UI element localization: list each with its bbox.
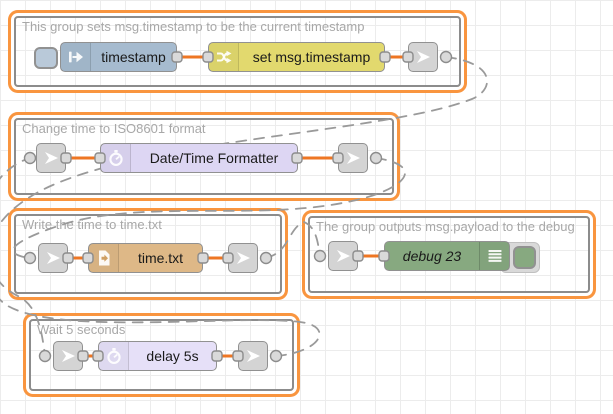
debug-list-icon <box>479 242 509 270</box>
group-set-timestamp[interactable]: This group sets msg.timestamp to be the … <box>14 16 461 87</box>
node-link-out[interactable] <box>228 243 258 273</box>
port-output[interactable] <box>197 252 209 264</box>
link-wire[interactable] <box>12 157 406 259</box>
link-out-icon <box>343 148 363 168</box>
shuffle-icon <box>209 43 239 71</box>
group-title: Wait 5 seconds <box>37 322 126 337</box>
link-out-icon <box>413 47 433 67</box>
link-port[interactable] <box>269 349 283 363</box>
inject-button[interactable] <box>34 47 58 69</box>
port-output[interactable] <box>60 152 72 164</box>
group-debug-output[interactable]: The group outputs msg.payload to the deb… <box>308 216 590 293</box>
node-debug-23[interactable]: debug 23 <box>384 241 510 271</box>
port-input[interactable] <box>202 51 214 63</box>
port-output[interactable] <box>379 51 391 63</box>
group-title: This group sets msg.timestamp to be the … <box>22 19 365 34</box>
link-port[interactable] <box>23 151 37 165</box>
link-in-icon <box>43 248 63 268</box>
group-iso8601[interactable]: Change time to ISO8601 format <box>14 118 394 195</box>
link-wire[interactable] <box>0 157 321 357</box>
port-output[interactable] <box>171 51 183 63</box>
link-in-icon <box>41 148 61 168</box>
node-delay-5s[interactable]: delay 5s <box>98 341 217 371</box>
port-input[interactable] <box>92 350 104 362</box>
port-input[interactable] <box>232 350 244 362</box>
group-title: Change time to ISO8601 format <box>22 121 206 136</box>
link-out-icon <box>233 248 253 268</box>
node-label: set msg.timestamp <box>252 49 371 65</box>
inject-icon <box>61 43 91 71</box>
port-input[interactable] <box>82 252 94 264</box>
link-port[interactable] <box>313 249 327 263</box>
link-port[interactable] <box>23 251 37 265</box>
node-label: timestamp <box>101 49 166 65</box>
port-input[interactable] <box>332 152 344 164</box>
port-input[interactable] <box>378 250 390 262</box>
node-inject-timestamp[interactable]: timestamp <box>60 42 177 72</box>
node-label: delay 5s <box>146 348 199 364</box>
port-input[interactable] <box>402 51 414 63</box>
group-title: The group outputs msg.payload to the deb… <box>316 219 575 234</box>
port-output[interactable] <box>77 350 89 362</box>
node-label: debug 23 <box>402 248 462 264</box>
port-input[interactable] <box>94 152 106 164</box>
port-input[interactable] <box>222 252 234 264</box>
file-icon <box>89 244 119 272</box>
node-change-set-msg-timestamp[interactable]: set msg.timestamp <box>208 42 385 72</box>
link-port[interactable] <box>259 251 273 265</box>
link-port[interactable] <box>439 50 453 64</box>
link-port[interactable] <box>369 151 383 165</box>
node-file-time-txt[interactable]: time.txt <box>88 243 203 273</box>
link-wire[interactable] <box>265 221 321 259</box>
group-wait[interactable]: Wait 5 seconds <box>29 319 294 391</box>
link-in-icon <box>333 246 353 266</box>
node-label: time.txt <box>137 250 184 266</box>
port-output[interactable] <box>291 152 303 164</box>
link-out-icon <box>243 346 263 366</box>
link-port[interactable] <box>38 349 52 363</box>
debug-toggle-button[interactable] <box>513 246 536 269</box>
timer-icon <box>99 342 129 370</box>
node-datetime-formatter[interactable]: Date/Time Formatter <box>100 143 298 173</box>
port-output[interactable] <box>62 252 74 264</box>
link-in-icon <box>58 346 78 366</box>
group-title: Write the time to time.txt <box>22 217 162 232</box>
node-link-in[interactable] <box>38 243 68 273</box>
port-output[interactable] <box>352 250 364 262</box>
node-link-in[interactable] <box>36 143 66 173</box>
timer-icon <box>101 144 131 172</box>
port-output[interactable] <box>211 350 223 362</box>
node-label: Date/Time Formatter <box>149 150 279 166</box>
